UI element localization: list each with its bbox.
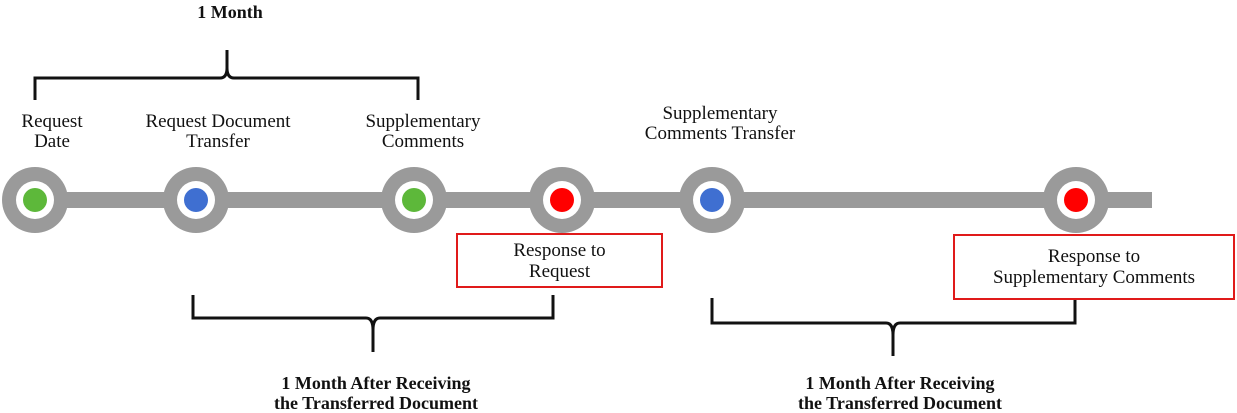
- label-request-date: Request Date: [2, 112, 102, 152]
- label-request-document-transfer: Request Document Transfer: [118, 112, 318, 152]
- node-request-date: [2, 167, 68, 233]
- node-dot: [23, 188, 47, 212]
- label-line: Comments: [381, 131, 465, 152]
- label-line: Comments Transfer: [644, 123, 796, 144]
- node-dot: [402, 188, 426, 212]
- node-dot: [550, 188, 574, 212]
- label-line: Supplementary: [365, 111, 481, 132]
- label-line: the Transferred Document: [798, 393, 1002, 413]
- node-supplementary-comments: [381, 167, 447, 233]
- label-line: the Transferred Document: [274, 393, 478, 413]
- label-line: Transfer: [186, 131, 250, 152]
- node-supplementary-comments-transfer: [679, 167, 745, 233]
- label-supplementary-comments-transfer: Supplementary Comments Transfer: [610, 104, 830, 144]
- node-response-to-supplementary-comments: [1043, 167, 1109, 233]
- bottom-left-bracket-label: 1 Month After Receiving the Transferred …: [226, 373, 526, 413]
- bottom-right-bracket-label: 1 Month After Receiving the Transferred …: [750, 373, 1050, 413]
- label-line: Request: [21, 111, 83, 132]
- label-line: Date: [34, 131, 70, 152]
- bottom-left-bracket: [191, 295, 555, 352]
- node-dot: [184, 188, 208, 212]
- node-dot: [1064, 188, 1088, 212]
- response-to-request-box: Response to Request: [456, 233, 663, 288]
- label-supplementary-comments: Supplementary Comments: [343, 112, 503, 152]
- box-line: Response to: [1047, 246, 1141, 267]
- label-line: Supplementary: [662, 103, 778, 124]
- node-response-to-request: [529, 167, 595, 233]
- box-line: Supplementary Comments: [992, 267, 1196, 288]
- top-bracket: [33, 50, 420, 100]
- node-dot: [700, 188, 724, 212]
- node-request-document-transfer: [163, 167, 229, 233]
- box-line: Request: [528, 260, 591, 282]
- label-line: 1 Month After Receiving: [805, 373, 995, 393]
- response-to-supplementary-comments-box: Response to Supplementary Comments: [953, 234, 1235, 300]
- top-bracket-label: 1 Month: [197, 2, 263, 22]
- bottom-right-bracket: [710, 298, 1077, 356]
- label-line: 1 Month After Receiving: [281, 373, 471, 393]
- label-line: Request Document: [145, 111, 291, 132]
- box-line: Response to: [513, 239, 606, 261]
